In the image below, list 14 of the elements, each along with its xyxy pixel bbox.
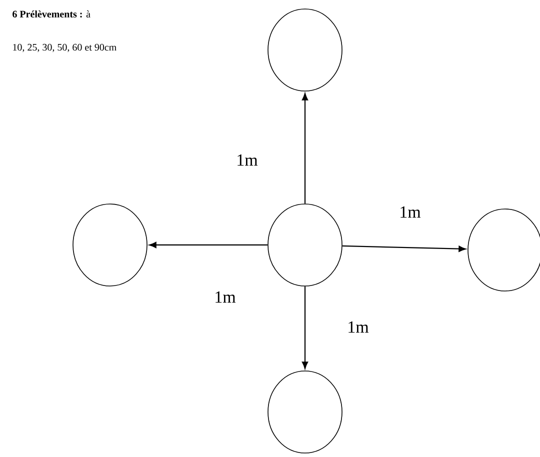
note-text: 10, 25, 30, 50, 60 et 90cm [13, 44, 116, 52]
arrow [302, 93, 308, 204]
note-text: 6 Prélèvements : à [12, 10, 90, 18]
edge-label: 1m [235, 153, 259, 167]
edge-label: 1m [213, 290, 237, 304]
arrow [342, 245, 466, 252]
edge-label: 1m [346, 320, 370, 334]
circle [268, 204, 342, 286]
circle [268, 370, 342, 454]
edge-label: 1m [398, 205, 422, 219]
circle [268, 8, 342, 92]
arrow [149, 242, 268, 248]
circle [72, 204, 148, 286]
arrow [302, 286, 308, 369]
